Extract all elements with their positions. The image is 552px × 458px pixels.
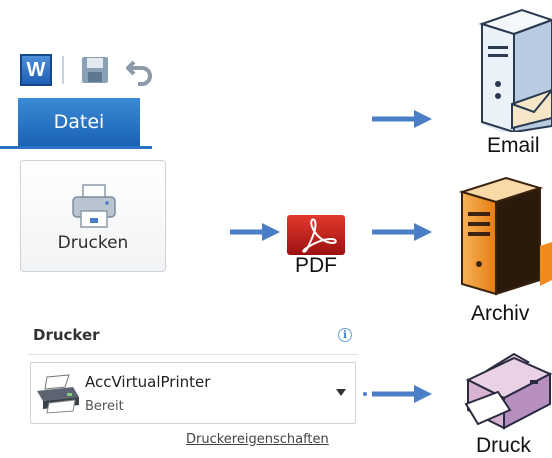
pdf-icon	[287, 215, 345, 255]
pdf-label: PDF	[295, 254, 337, 277]
printer-device-icon	[37, 374, 79, 414]
chevron-down-icon	[336, 389, 346, 396]
undo-icon[interactable]	[124, 54, 156, 86]
tab-file[interactable]: Datei	[18, 98, 140, 146]
printer-icon	[72, 184, 116, 228]
save-icon[interactable]	[80, 55, 110, 85]
email-label: Email	[487, 134, 540, 157]
print-label: Druck	[476, 434, 531, 457]
print-button[interactable]: Drucken	[20, 160, 166, 272]
section-divider	[28, 354, 358, 355]
printer-name: AccVirtualPrinter	[85, 373, 211, 391]
printer-target-icon	[464, 352, 552, 430]
archive-server-icon	[458, 176, 552, 296]
arrow-to-email	[372, 110, 432, 128]
archive-label: Archiv	[471, 302, 530, 325]
ribbon-underline	[0, 146, 152, 149]
printer-status: Bereit	[85, 399, 124, 414]
toolbar-separator	[62, 56, 64, 84]
printer-heading: Drucker	[33, 326, 100, 344]
arrow-to-print	[363, 385, 432, 403]
info-icon[interactable]: i	[338, 328, 352, 342]
print-button-label: Drucken	[57, 233, 129, 253]
email-server-icon	[478, 8, 552, 132]
printer-properties-link[interactable]: Druckereigenschaften	[186, 432, 329, 447]
arrow-to-pdf	[230, 223, 280, 241]
arrow-to-archive	[372, 223, 432, 241]
printer-dropdown[interactable]: AccVirtualPrinter Bereit	[30, 362, 356, 424]
word-app-icon[interactable]: W	[20, 54, 52, 86]
